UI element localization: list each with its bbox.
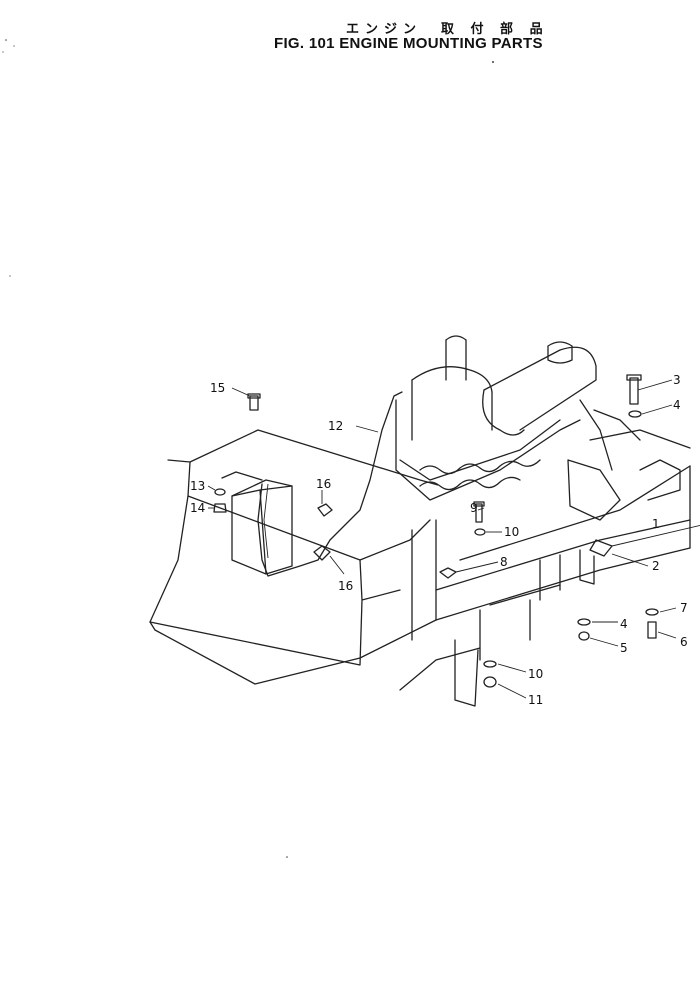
callout-14: 13 xyxy=(190,479,205,493)
scan-specks xyxy=(2,39,494,858)
callout-4a: 4 xyxy=(673,398,681,412)
callout-4b: 4 xyxy=(620,617,628,631)
callout-1: 1 xyxy=(652,517,660,531)
machine-frame xyxy=(149,429,691,707)
hardware xyxy=(213,374,659,688)
callout-9: 9 xyxy=(470,501,478,515)
callout-11: 11 xyxy=(528,693,543,707)
callout-6: 6 xyxy=(680,635,688,649)
engine-assembly xyxy=(395,335,641,521)
callout-5: 5 xyxy=(620,641,628,655)
battery-box xyxy=(221,471,293,575)
figure-title: FIG. 101 ENGINE MOUNTING PARTS xyxy=(274,35,543,52)
callout-labels: 15 12 3 4 13 14 16 16 1 2 9 10 8 4 5 7 6… xyxy=(190,373,688,707)
callout-13: 15 xyxy=(210,381,225,395)
battery-cable xyxy=(257,391,403,577)
callout-10a: 10 xyxy=(504,525,519,539)
callout-15: 14 xyxy=(190,501,205,515)
leader-lines xyxy=(207,379,700,699)
callout-7: 7 xyxy=(680,601,688,615)
callout-16b: 16 xyxy=(338,579,353,593)
callout-8: 8 xyxy=(500,555,508,569)
callout-10b: 10 xyxy=(528,667,543,681)
callout-12: 12 xyxy=(328,419,343,433)
title-japanese: エンジン 取 付 部 品 xyxy=(346,22,549,37)
callout-2: 2 xyxy=(652,559,660,573)
callout-3: 3 xyxy=(673,373,681,387)
callout-16a: 16 xyxy=(316,477,331,491)
